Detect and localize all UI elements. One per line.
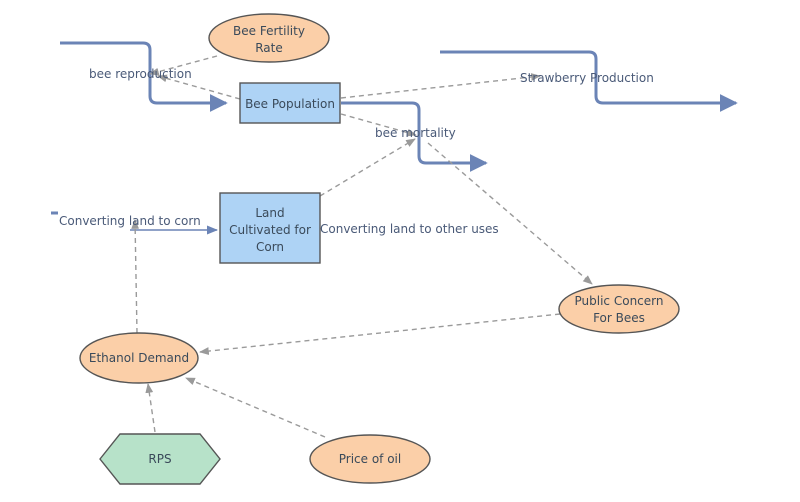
land-cultivated-label-line3: Corn [256,240,284,254]
price-of-oil-label: Price of oil [339,452,401,466]
bee-fertility-rate-variable[interactable]: Bee Fertility Rate [208,13,330,63]
link-price-of-oil-to-ethanol [185,377,326,438]
link-fertility-to-reproduction [149,55,218,76]
link-population-to-strawberry [340,73,541,99]
strawberry-production-label: Strawberry Production [520,71,654,85]
public-concern-label-line1: Public Concern [575,294,664,308]
ethanol-demand-variable[interactable]: Ethanol Demand [79,332,199,384]
public-concern-label-line2: For Bees [593,311,645,325]
link-public-concern-to-ethanol [199,313,561,355]
rps-variable[interactable]: RPS [99,433,221,485]
price-of-oil-variable[interactable]: Price of oil [309,434,431,484]
ethanol-demand-label: Ethanol Demand [89,351,189,365]
link-mortality-to-public-concern [427,142,593,285]
public-concern-variable[interactable]: Public Concern For Bees [558,284,680,334]
link-ethanol-to-converting-corn [131,219,140,334]
converting-to-other-label: Converting land to other uses [320,222,499,236]
bee-mortality-label: bee mortality [375,126,456,140]
land-cultivated-label-line2: Cultivated for [229,223,311,237]
link-land-to-mortality [319,138,416,197]
land-cultivated-stock[interactable]: Land Cultivated for Corn [219,192,321,264]
bee-fertility-label-line1: Bee Fertility [233,24,305,38]
link-rps-to-ethanol [145,383,156,433]
land-cultivated-label-line1: Land [255,206,284,220]
bee-reproduction-label: bee reproduction [89,67,192,81]
converting-to-corn-label: Converting land to corn [59,214,201,228]
bee-fertility-label-line2: Rate [255,41,283,55]
link-population-to-mortality [340,113,417,137]
bee-population-stock[interactable]: Bee Population [239,82,341,124]
rps-label: RPS [148,452,171,466]
bee-mortality-flow[interactable] [341,101,488,172]
bee-population-label: Bee Population [245,97,335,111]
strawberry-production-flow[interactable] [440,50,738,112]
